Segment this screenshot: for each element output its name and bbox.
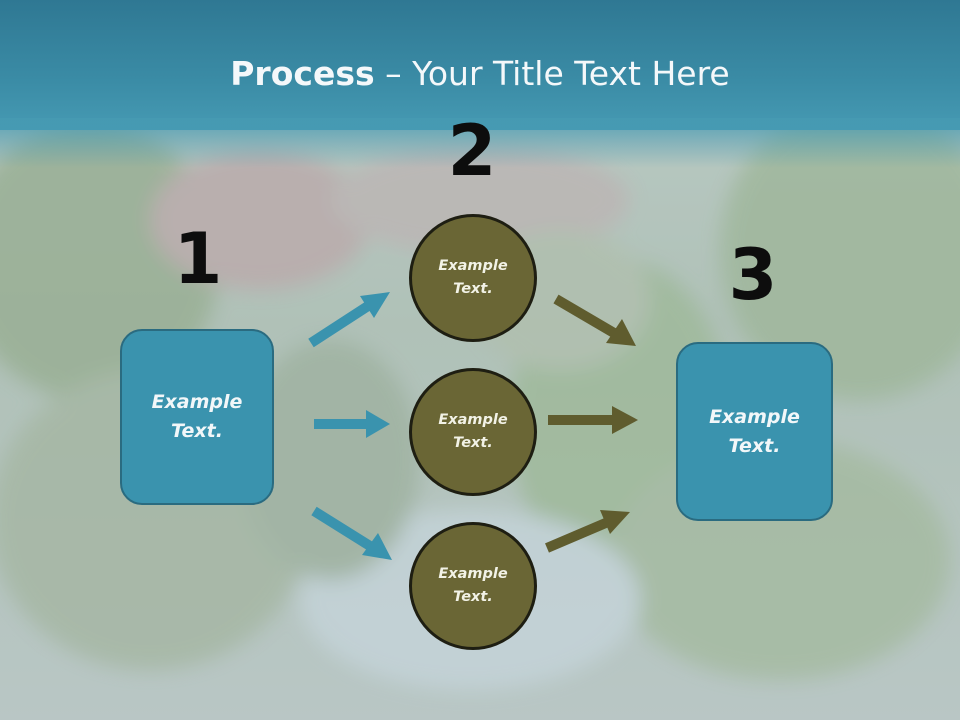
- arrow-left-to-bottom-circle: [311, 506, 392, 560]
- step-number-2: 2: [447, 110, 497, 192]
- step-2-circle-middle: Example Text.: [409, 368, 537, 496]
- arrow-middle-circle-to-right: [548, 406, 638, 434]
- step-3-label: Example Text.: [709, 405, 800, 457]
- step-2-circle-top-label: Example Text.: [438, 258, 508, 297]
- arrow-left-to-middle-circle: [314, 410, 390, 438]
- step-number-1: 1: [173, 218, 223, 300]
- step-2-circle-bottom-label: Example Text.: [438, 566, 508, 605]
- arrow-bottom-circle-to-right: [545, 510, 630, 553]
- step-2-circle-bottom: Example Text.: [409, 522, 537, 650]
- title-rest: – Your Title Text Here: [374, 54, 730, 93]
- title-band: [0, 0, 960, 130]
- step-number-3: 3: [728, 234, 778, 316]
- step-1-box: Example Text.: [120, 329, 274, 505]
- arrow-left-to-top-circle: [308, 292, 390, 348]
- title-band-fade: [0, 118, 960, 168]
- title-bold: Process: [230, 54, 375, 93]
- step-2-circle-middle-label: Example Text.: [438, 412, 508, 451]
- step-2-circle-top: Example Text.: [409, 214, 537, 342]
- page-title: Process – Your Title Text Here: [0, 52, 960, 96]
- step-1-label: Example Text.: [151, 391, 243, 442]
- arrow-top-circle-to-right: [553, 294, 636, 346]
- step-3-box: Example Text.: [676, 342, 833, 521]
